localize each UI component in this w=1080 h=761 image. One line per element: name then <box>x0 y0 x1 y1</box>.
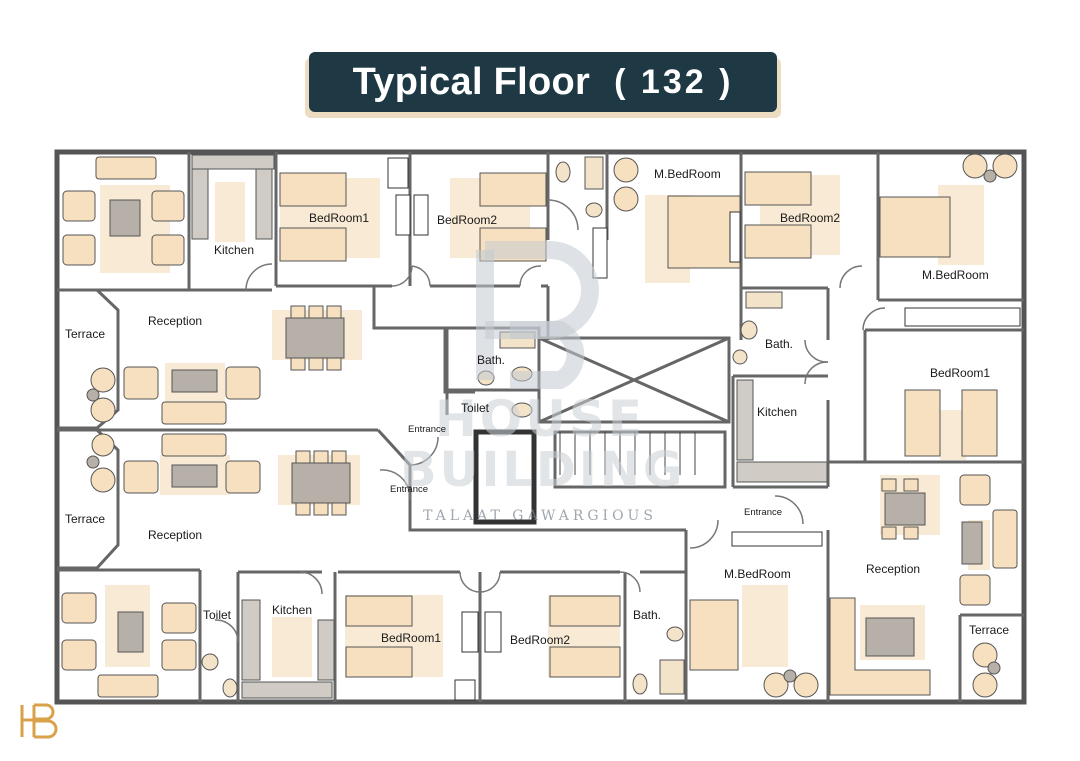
label-terrace-upper: Terrace <box>65 327 106 341</box>
label-reception-right: Reception <box>866 562 921 576</box>
label-kitchen-right: Kitchen <box>757 405 798 419</box>
label-bedroom2-top-right: BedRoom2 <box>780 211 841 225</box>
sofas-chairs <box>61 153 1018 698</box>
hb-monogram-logo <box>20 703 58 739</box>
label-bedroom2-bottom: BedRoom2 <box>510 633 571 647</box>
beds <box>279 171 998 678</box>
label-bath-bottom: Bath. <box>633 608 662 622</box>
label-toilet-center: Toilet <box>461 401 490 415</box>
label-bath-right: Bath. <box>765 337 794 351</box>
label-mbedroom-bottom: M.BedRoom <box>724 567 791 581</box>
label-mbedroom-top: M.BedRoom <box>654 167 721 181</box>
label-toilet-bottom: Toilet <box>203 608 232 622</box>
label-kitchen-top-left: Kitchen <box>214 243 255 257</box>
door-swings <box>214 199 886 643</box>
floor-number: ( 132 ) <box>614 62 734 101</box>
label-terrace-right: Terrace <box>969 623 1010 637</box>
tables <box>86 169 1001 683</box>
stair-treads <box>559 432 696 475</box>
page-title: Typical Floor <box>352 60 591 103</box>
label-entrance-1: Entrance <box>408 424 447 435</box>
label-reception-upper: Reception <box>148 314 203 328</box>
title-banner: Typical Floor ( 132 ) <box>309 52 777 112</box>
label-entrance-2: Entrance <box>390 484 429 495</box>
label-reception-lower: Reception <box>148 528 203 542</box>
label-bedroom1-top: BedRoom1 <box>309 211 370 225</box>
label-bedroom1-right: BedRoom1 <box>930 366 991 380</box>
label-bedroom1-bottom: BedRoom1 <box>381 631 442 645</box>
label-terrace-lower: Terrace <box>65 512 106 526</box>
wardrobes <box>387 157 1021 701</box>
label-bath-center: Bath. <box>477 353 506 367</box>
label-kitchen-bottom: Kitchen <box>272 603 313 617</box>
kitchen-counters <box>191 154 828 699</box>
dining-chairs <box>290 305 919 540</box>
label-bedroom2-top: BedRoom2 <box>437 213 498 227</box>
label-entrance-3: Entrance <box>744 507 783 518</box>
label-mbedroom-right: M.BedRoom <box>922 268 989 282</box>
